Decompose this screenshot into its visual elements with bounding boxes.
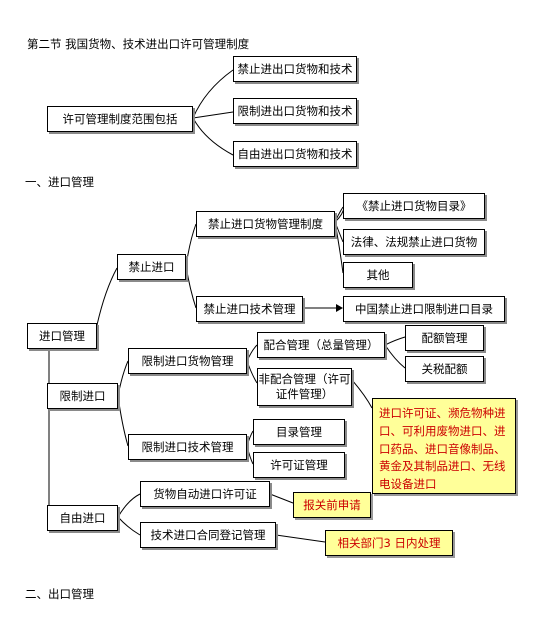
free-tech-box: 技术进口合同登记管理 <box>140 522 276 548</box>
restricted-goods-box: 限制进口货物管理 <box>128 348 247 374</box>
scope-item-restricted: 限制进出口货物和技术 <box>233 98 357 124</box>
scope-item-prohibited: 禁止进出口货物和技术 <box>233 56 357 82</box>
prohibited-tech-catalog: 中国禁止进口限制进口目录 <box>343 296 505 322</box>
free-goods-box: 货物自动进口许可证 <box>140 481 270 507</box>
scope-root-box: 许可管理制度范围包括 <box>47 106 193 132</box>
restricted-import-box: 限制进口 <box>47 383 118 409</box>
import-root-box: 进口管理 <box>27 323 97 349</box>
prohibited-goods-catalog: 《禁止进口货物目录》 <box>343 193 485 219</box>
quota-management-box: 配合管理（总量管理） <box>257 332 385 358</box>
free-import-box: 自由进口 <box>47 505 118 531</box>
prohibited-goods-law: 法律、法规禁止进口货物 <box>343 229 485 255</box>
quota-item-tariff: 关税配额 <box>405 356 484 382</box>
free-tech-note: 相关部门3 日内处理 <box>325 530 453 556</box>
restricted-tech-catalog: 目录管理 <box>253 419 345 445</box>
prohibited-import-box: 禁止进口 <box>117 254 186 280</box>
restricted-tech-box: 限制进口技术管理 <box>128 434 247 460</box>
nonquota-note: 进口许可证、濒危物种进口、可利用废物进口、进口药品、进口音像制品、黄金及其制品进… <box>372 398 516 494</box>
export-heading: 二、出口管理 <box>25 587 94 601</box>
prohibited-goods-box: 禁止进口货物管理制度 <box>196 211 335 237</box>
section-title: 第二节 我国货物、技术进出口许可管理制度 <box>27 37 250 51</box>
free-goods-note: 报关前申请 <box>293 492 371 518</box>
quota-item-quota: 配额管理 <box>405 325 484 351</box>
import-heading: 一、进口管理 <box>25 175 94 189</box>
scope-item-free: 自由进出口货物和技术 <box>233 141 357 167</box>
prohibited-tech-box: 禁止进口技术管理 <box>196 296 303 322</box>
nonquota-management-box: 非配合管理（许可证件管理） <box>257 368 352 406</box>
restricted-tech-license: 许可证管理 <box>253 452 345 478</box>
prohibited-goods-other: 其他 <box>343 262 413 288</box>
